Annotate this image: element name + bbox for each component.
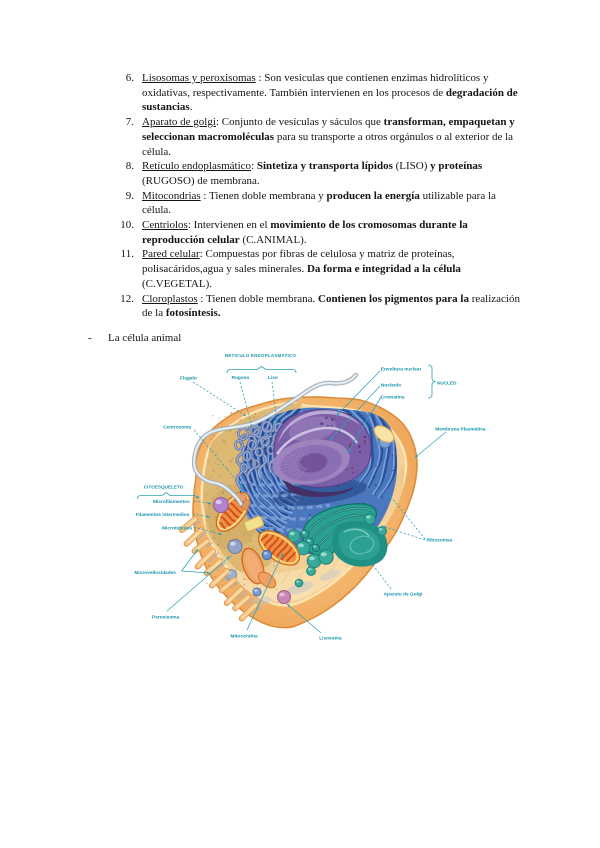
svg-text:Membrana Plasmática: Membrana Plasmática [435, 427, 486, 433]
svg-text:Ribosomas: Ribosomas [427, 538, 453, 544]
svg-text:Microfilamentos: Microfilamentos [153, 499, 190, 505]
svg-text:Flagelo: Flagelo [180, 376, 197, 382]
svg-text:Liso: Liso [268, 375, 278, 381]
svg-text:Centrosoma: Centrosoma [163, 425, 191, 431]
svg-text:CITOESQUELETO: CITOESQUELETO [144, 485, 184, 490]
svg-text:Nucleolo: Nucleolo [381, 383, 401, 389]
svg-text:Lisosoma: Lisosoma [319, 636, 342, 642]
svg-text:RETICULO ENDOPLASMATICO: RETICULO ENDOPLASMATICO [225, 353, 297, 358]
svg-text:Peroxisoma: Peroxisoma [152, 615, 180, 621]
svg-text:Mitocondria: Mitocondria [231, 634, 259, 640]
svg-text:Rugoso: Rugoso [232, 375, 250, 381]
svg-text:Microvellosidades: Microvellosidades [134, 570, 176, 576]
svg-text:Aparato de Golgi: Aparato de Golgi [384, 592, 423, 598]
svg-text:Envoltura nuclear: Envoltura nuclear [381, 367, 422, 373]
svg-text:Filamentos intermedios: Filamentos intermedios [136, 512, 190, 518]
svg-text:Cromatina: Cromatina [381, 395, 405, 401]
svg-text:NUCLEO: NUCLEO [437, 380, 457, 385]
svg-text:Microtúbulos: Microtúbulos [162, 526, 192, 532]
